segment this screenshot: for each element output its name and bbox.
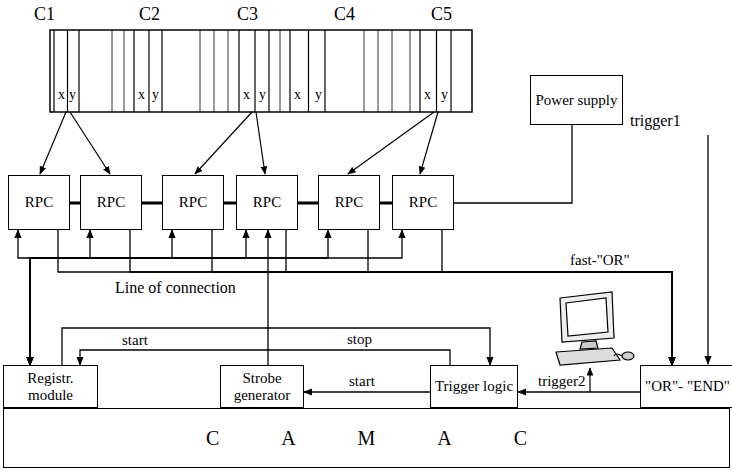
node-text: Registr. module (4, 370, 97, 403)
rpc-box: RPC (8, 175, 70, 230)
connector (58, 230, 672, 365)
or-end-module: "OR"- "END" (640, 365, 732, 408)
node-text: Strobe generator (221, 370, 303, 403)
connector (368, 230, 672, 365)
register-module: Registr. module (3, 365, 98, 408)
connector (442, 230, 672, 365)
node-text: Power supply (535, 92, 617, 109)
signal-arrows (40, 112, 438, 174)
connector (454, 125, 572, 203)
trigger1-line (707, 135, 708, 364)
node-text: C A M A C (206, 427, 527, 449)
connector (30, 230, 402, 365)
connector (380, 202, 392, 205)
connector (304, 391, 430, 392)
trigger-logic: Trigger logic (430, 365, 518, 408)
edge-label: fast-"OR" (568, 252, 632, 269)
connector (298, 202, 318, 205)
rpc-box: RPC (236, 175, 298, 230)
strip-label: y (152, 87, 159, 102)
strobe-generator: Strobe generator (220, 365, 304, 408)
chamber-label: C5 (431, 5, 452, 25)
connector (518, 391, 640, 392)
camac-crate: C A M A C (3, 408, 730, 468)
rpc-box: RPC (392, 175, 454, 230)
edge-label: stop (345, 331, 374, 348)
strip-label: x (138, 87, 145, 102)
chamber-label: C4 (334, 5, 355, 25)
strip-label: y (441, 87, 448, 102)
connector (212, 230, 672, 365)
strip-label: y (259, 87, 266, 102)
rpc-box: RPC (318, 175, 380, 230)
node-text: RPC (179, 194, 207, 211)
node-text: RPC (335, 194, 363, 211)
connector (130, 230, 672, 365)
connector (70, 202, 80, 205)
node-text: RPC (253, 194, 281, 211)
connector (30, 230, 328, 365)
rpc-box: RPC (80, 175, 142, 230)
connector (30, 230, 90, 365)
strip-label: x (58, 87, 65, 102)
connector (224, 202, 236, 205)
strip-label: y (69, 87, 76, 102)
edge-label: start (347, 373, 377, 390)
edge-label: trigger2 (536, 373, 587, 390)
node-text: RPC (25, 194, 53, 211)
bus-label: Line of connection (115, 279, 236, 297)
connector (267, 230, 268, 365)
node-text: RPC (409, 194, 437, 211)
connector (142, 202, 162, 205)
node-text: Trigger logic (435, 378, 513, 395)
connector (286, 230, 672, 365)
strip-label: y (315, 87, 322, 102)
rpc-box: RPC (162, 175, 224, 230)
detector-stack (50, 30, 472, 112)
connector (62, 328, 490, 365)
node-text: "OR"- "END" (645, 378, 730, 395)
connector (18, 230, 30, 365)
strip-label: x (424, 87, 431, 102)
signal-name: trigger1 (630, 112, 681, 130)
chamber-label: C1 (34, 5, 55, 25)
strip-label: x (243, 87, 250, 102)
edge-label: start (120, 332, 150, 349)
strip-label: x (294, 87, 301, 102)
node-text: RPC (97, 194, 125, 211)
chamber-label: C3 (237, 5, 258, 25)
connector (30, 230, 172, 365)
chamber-label: C2 (139, 5, 160, 25)
connector (80, 350, 450, 365)
power-supply-box: Power supply (530, 75, 623, 125)
